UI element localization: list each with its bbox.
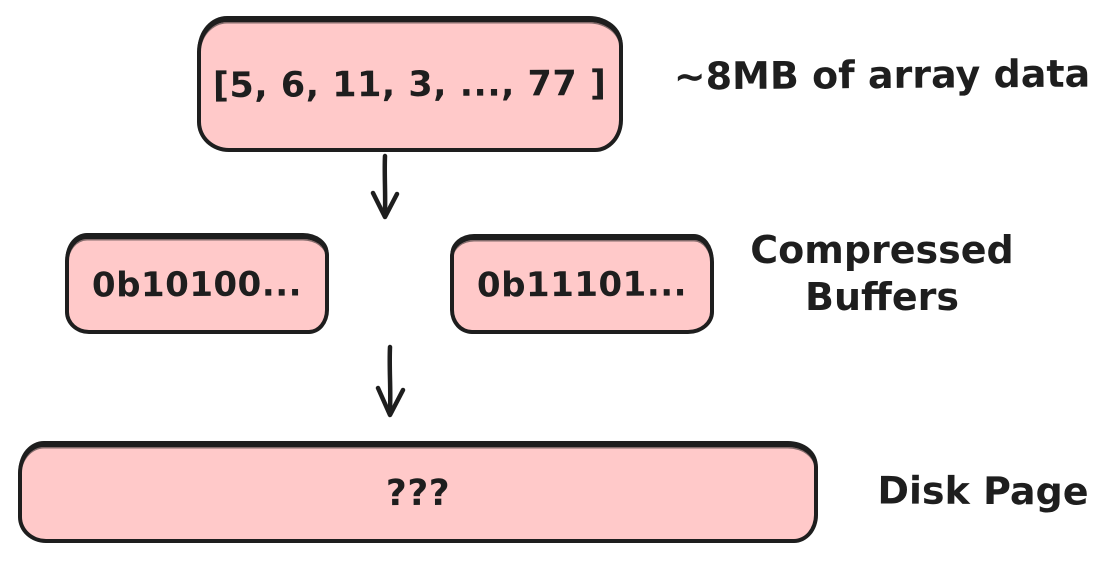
compressed-buffers-label: Compressed Buffers [732,227,1032,321]
compressed-buffers-label-line2: Buffers [805,275,959,319]
array-data-box: [5, 6, 11, 3, ..., 77 ] [197,18,623,152]
disk-page-box: ??? [18,443,818,543]
array-data-text: [5, 6, 11, 3, ..., 77 ] [213,63,607,107]
down-arrow-icon [375,344,406,418]
disk-page-label: Disk Page [877,468,1089,514]
array-data-label: ~8MB of array data [673,51,1091,99]
compressed-buffer-1-box: 0b10100... [65,235,329,334]
compressed-buffer-2-box: 0b11101... [450,236,714,334]
compressed-buffer-1-text: 0b10100... [91,263,303,306]
down-arrow-icon [370,153,400,220]
compressed-buffer-2-text: 0b11101... [476,264,688,306]
compressed-buffers-label-line1: Compressed [750,228,1014,272]
disk-page-text: ??? [385,472,451,514]
